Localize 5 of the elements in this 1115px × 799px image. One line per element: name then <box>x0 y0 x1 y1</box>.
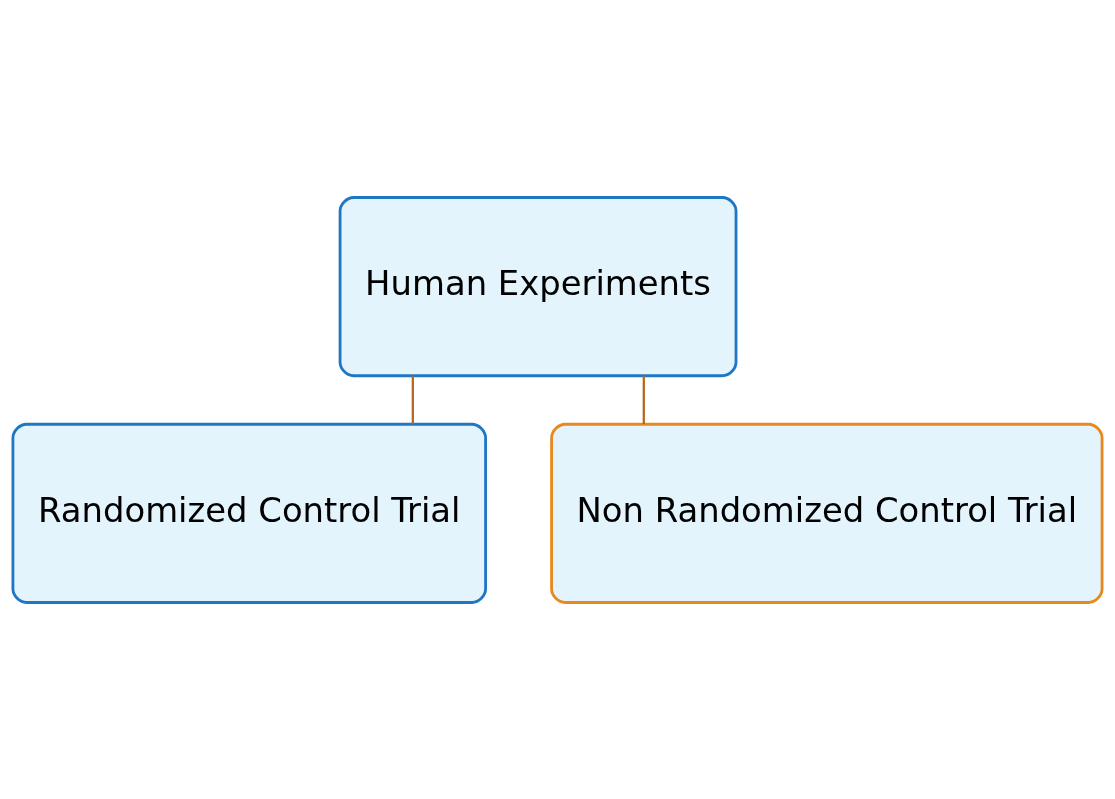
node-box: Non Randomized Control Trial <box>550 422 1104 604</box>
node-box: Randomized Control Trial <box>11 422 487 604</box>
connector <box>642 375 645 424</box>
node-box: Human Experiments <box>338 195 738 377</box>
connector <box>411 375 414 424</box>
